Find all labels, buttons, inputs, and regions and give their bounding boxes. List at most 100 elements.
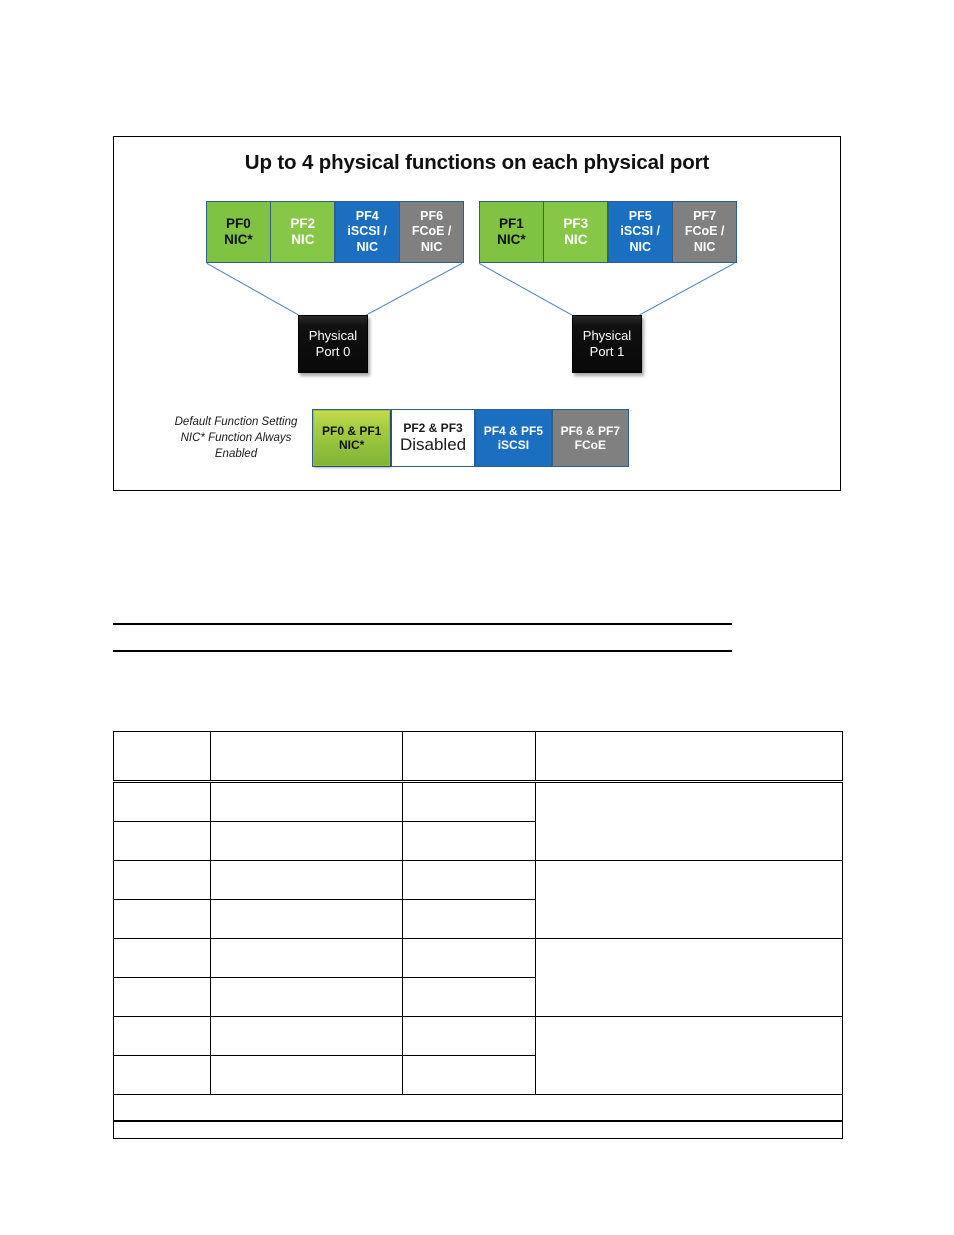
legend-cell-pf6-pf7-id: PF6 & PF7 [560, 423, 621, 438]
pf-cell-pf7-role-line2: NIC [693, 239, 716, 254]
pf-cell-pf7-id: PF7 [693, 209, 717, 224]
physical-port-0-box[interactable]: Physical Port 0 [298, 315, 368, 373]
pf-cell-pf5-role-line2: NIC [629, 239, 651, 254]
table-cell-col2 [210, 1016, 403, 1056]
specification-table [113, 731, 843, 1139]
pf-cell-pf4[interactable]: PF4 iSCSI / NIC [335, 202, 399, 262]
physical-port-0-line2: Port 0 [315, 344, 351, 359]
table-cell-col3 [402, 781, 536, 822]
legend-cell-pf6-pf7[interactable]: PF6 & PF7 FCoE [552, 410, 629, 466]
physical-port-1-line2: Port 1 [589, 344, 625, 359]
pf-cell-pf5[interactable]: PF5 iSCSI / NIC [608, 202, 672, 262]
pf-cell-pf7[interactable]: PF7 FCoE / NIC [673, 202, 737, 262]
pf-cell-pf3-role: NIC [564, 232, 588, 247]
physical-port-1-line1: Physical [582, 327, 632, 343]
connector-port1-left [478, 262, 572, 316]
legend-caption-line2: NIC* Function Always [180, 431, 292, 444]
figure-panel: Up to 4 physical functions on each physi… [113, 136, 841, 491]
table-header-cell-4 [535, 731, 843, 783]
legend-cell-pf0-pf1-role: NIC* [339, 438, 365, 452]
table-header-cell-1 [113, 731, 211, 783]
pf-cell-pf4-id: PF4 [355, 209, 379, 224]
table-row [113, 899, 843, 939]
legend-cell-pf4-pf5-role: iSCSI [497, 438, 530, 452]
connector-port1-right [639, 262, 735, 316]
table-cell-col4-span [535, 781, 843, 861]
pf-cell-pf3-id: PF3 [563, 215, 589, 231]
figure-title: Up to 4 physical functions on each physi… [244, 151, 710, 174]
table-cell-col3 [402, 821, 536, 861]
table-cell-col1 [113, 821, 211, 861]
table-row [113, 1055, 843, 1095]
table-cell-col2 [210, 1055, 403, 1095]
pf-cell-pf6[interactable]: PF6 FCoE / NIC [400, 202, 464, 262]
table-row [113, 781, 843, 861]
table-cell-col1 [113, 781, 211, 822]
pf-cell-pf2[interactable]: PF2 NIC [271, 202, 335, 262]
pf-cell-pf4-role-line2: NIC [356, 239, 378, 254]
pf-cell-pf0-id: PF0 [226, 215, 251, 231]
table-footer-row [113, 1094, 843, 1139]
pf-cell-pf5-id: PF5 [628, 209, 652, 224]
table-cell-col3 [402, 977, 536, 1017]
table-cell-col1 [113, 1016, 211, 1056]
table-cell-col1 [113, 977, 211, 1017]
pf-cell-pf5-role-line1: iSCSI / [620, 224, 661, 239]
pf-cell-pf1[interactable]: PF1 NIC* [480, 202, 543, 262]
legend-cell-pf4-pf5-id: PF4 & PF5 [483, 423, 544, 438]
table-cell-col4-span [535, 1016, 843, 1095]
table-cell-col2 [210, 821, 403, 861]
legend-caption-line1: Default Function Setting [174, 415, 298, 428]
pf-cell-pf4-role-line1: iSCSI / [347, 224, 388, 239]
table-header-cell-2 [210, 731, 403, 783]
physical-port-1-box[interactable]: Physical Port 1 [572, 315, 642, 373]
pf-cell-pf6-id: PF6 [420, 209, 444, 224]
table-cell-col2 [210, 860, 403, 900]
legend-cell-pf2-pf3[interactable]: PF2 & PF3 Disabled [391, 410, 475, 466]
table-row [113, 977, 843, 1017]
legend-caption: Default Function Setting NIC* Function A… [164, 409, 312, 467]
table-header-cell-3 [402, 731, 536, 783]
table-cell-col3 [402, 1055, 536, 1095]
table-cell-col2 [210, 781, 403, 822]
pf-cell-pf6-role-line1: FCoE / [411, 224, 452, 239]
connector-port0-left [206, 262, 299, 316]
pf-cell-pf2-id: PF2 [290, 215, 316, 231]
physical-port-0-line1: Physical [308, 327, 358, 343]
table-footer-cell [113, 1094, 843, 1139]
table-cell-col1 [113, 899, 211, 939]
table-cell-col1 [113, 938, 211, 978]
rule-upper-1 [113, 623, 732, 625]
table-cell-col4-span [535, 860, 843, 939]
legend-cell-pf0-pf1[interactable]: PF0 & PF1 NIC* [313, 410, 391, 466]
legend-cell-pf2-pf3-role: Disabled [399, 435, 467, 454]
legend-cell-pf4-pf5[interactable]: PF4 & PF5 iSCSI [475, 410, 552, 466]
pf-cell-pf6-role-line2: NIC [420, 239, 443, 254]
pf-cell-pf0-role: NIC* [224, 232, 253, 247]
pf-group-port-1: PF1 NIC* PF3 NIC PF5 iSCSI / NIC PF7 FCo… [479, 201, 737, 263]
pf-group-port-0: PF0 NIC* PF2 NIC PF4 iSCSI / NIC PF6 FCo… [206, 201, 464, 263]
table-cell-col2 [210, 938, 403, 978]
table-row [113, 938, 843, 1017]
table-row [113, 1016, 843, 1095]
table-cell-col1 [113, 1055, 211, 1095]
table-cell-col3 [402, 1016, 536, 1056]
table-cell-col4-span [535, 938, 843, 1017]
pf-cell-pf7-role-line1: FCoE / [684, 224, 725, 239]
table-cell-col2 [210, 977, 403, 1017]
pf-cell-pf0[interactable]: PF0 NIC* [207, 202, 270, 262]
legend-cell-pf6-pf7-role: FCoE [574, 438, 606, 452]
pf-cell-pf1-id: PF1 [499, 215, 524, 231]
default-function-legend: Default Function Setting NIC* Function A… [164, 409, 630, 467]
legend-swatches: PF0 & PF1 NIC* PF2 & PF3 Disabled PF4 & … [312, 409, 630, 467]
table-cell-col3 [402, 938, 536, 978]
pf-cell-pf1-role: NIC* [497, 232, 526, 247]
table-cell-col1 [113, 860, 211, 900]
legend-caption-line3: Enabled [214, 448, 258, 461]
rule-upper-2 [113, 650, 732, 652]
legend-cell-pf0-pf1-id: PF0 & PF1 [322, 423, 382, 438]
pf-cell-pf2-role: NIC [291, 232, 315, 247]
pf-cell-pf3[interactable]: PF3 NIC [544, 202, 608, 262]
table-cell-col3 [402, 860, 536, 900]
legend-cell-pf2-pf3-id: PF2 & PF3 [403, 420, 463, 435]
